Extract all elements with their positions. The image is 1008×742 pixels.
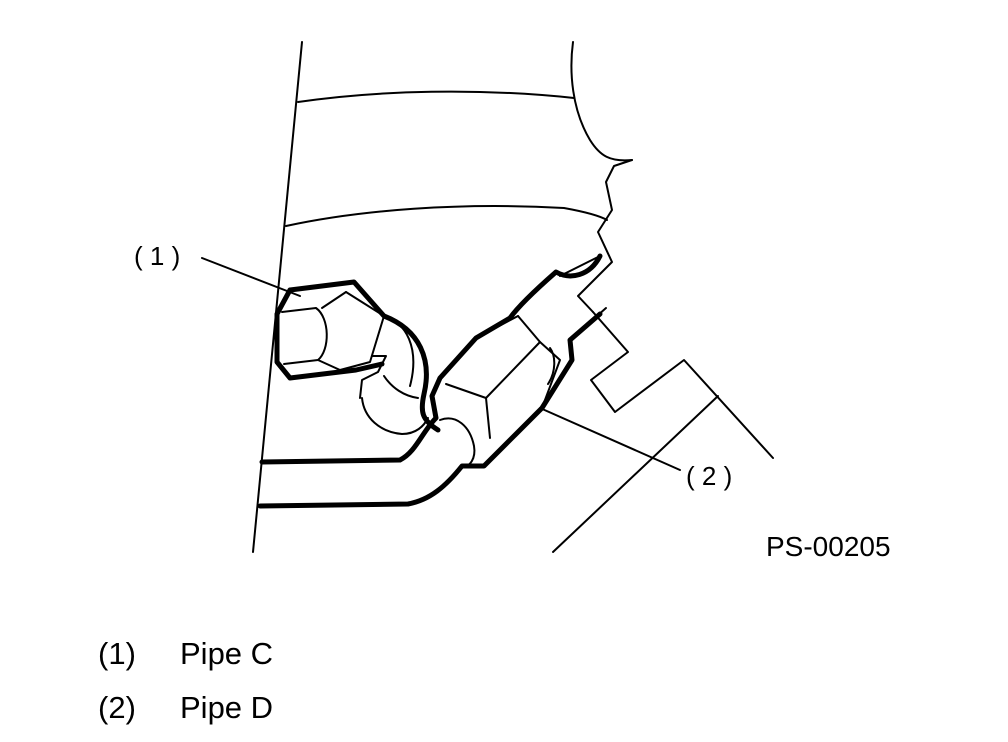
callout-1-label: ( 1 ) [134,241,180,271]
pipe-d-fitting [257,253,607,509]
housing-outline [252,41,774,553]
callout-2-label: ( 2 ) [686,461,732,491]
legend-item: (2) Pipe D [98,688,273,742]
legend-item-number: (2) [98,690,136,725]
pipe-c-fitting [274,279,441,435]
legend-item: (1) Pipe C [98,634,273,688]
callout-leaders [201,257,681,471]
callout-2-leader [539,407,681,471]
callout-1-leader [201,257,301,297]
figure-id: PS-00205 [766,531,891,562]
parts-legend: (1) Pipe C (2) Pipe D [98,634,273,742]
legend-item-number: (1) [98,636,136,671]
legend-item-text: Pipe C [180,636,274,671]
legend-item-text: Pipe D [180,690,274,725]
